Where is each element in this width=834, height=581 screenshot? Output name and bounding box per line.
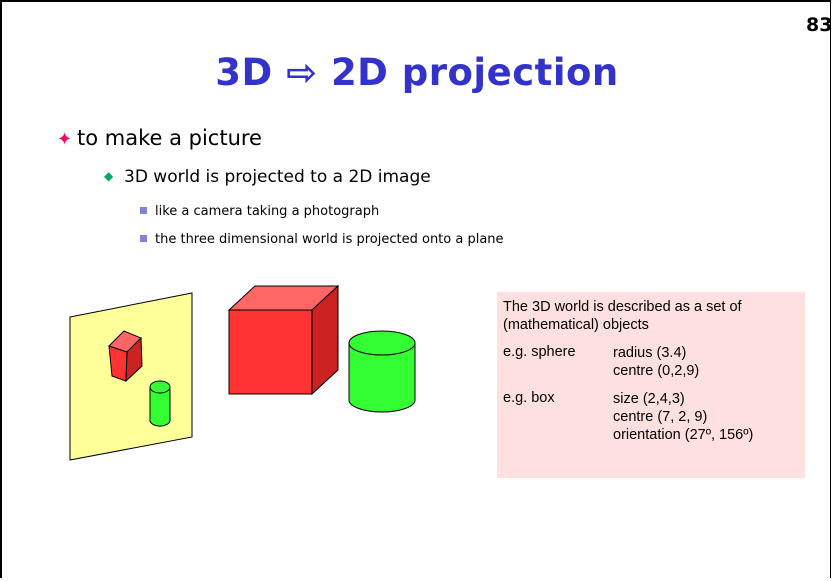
box-size: size (2,4,3) (613, 390, 685, 408)
box-intro: The 3D world is described as a set of (m… (503, 298, 803, 334)
projected-cylinder (150, 381, 170, 426)
sphere-radius: radius (3.4) (613, 344, 686, 362)
box-orientation: orientation (27º, 156º) (613, 426, 753, 444)
box-label: e.g. box (503, 390, 555, 406)
red-cube (229, 286, 338, 394)
sphere-label: e.g. sphere (503, 344, 576, 360)
object-description-box: The 3D world is described as a set of (m… (497, 292, 805, 478)
box-centre: centre (7, 2, 9) (613, 408, 707, 426)
sphere-centre: centre (0,2,9) (613, 362, 699, 380)
green-cylinder (349, 331, 415, 412)
